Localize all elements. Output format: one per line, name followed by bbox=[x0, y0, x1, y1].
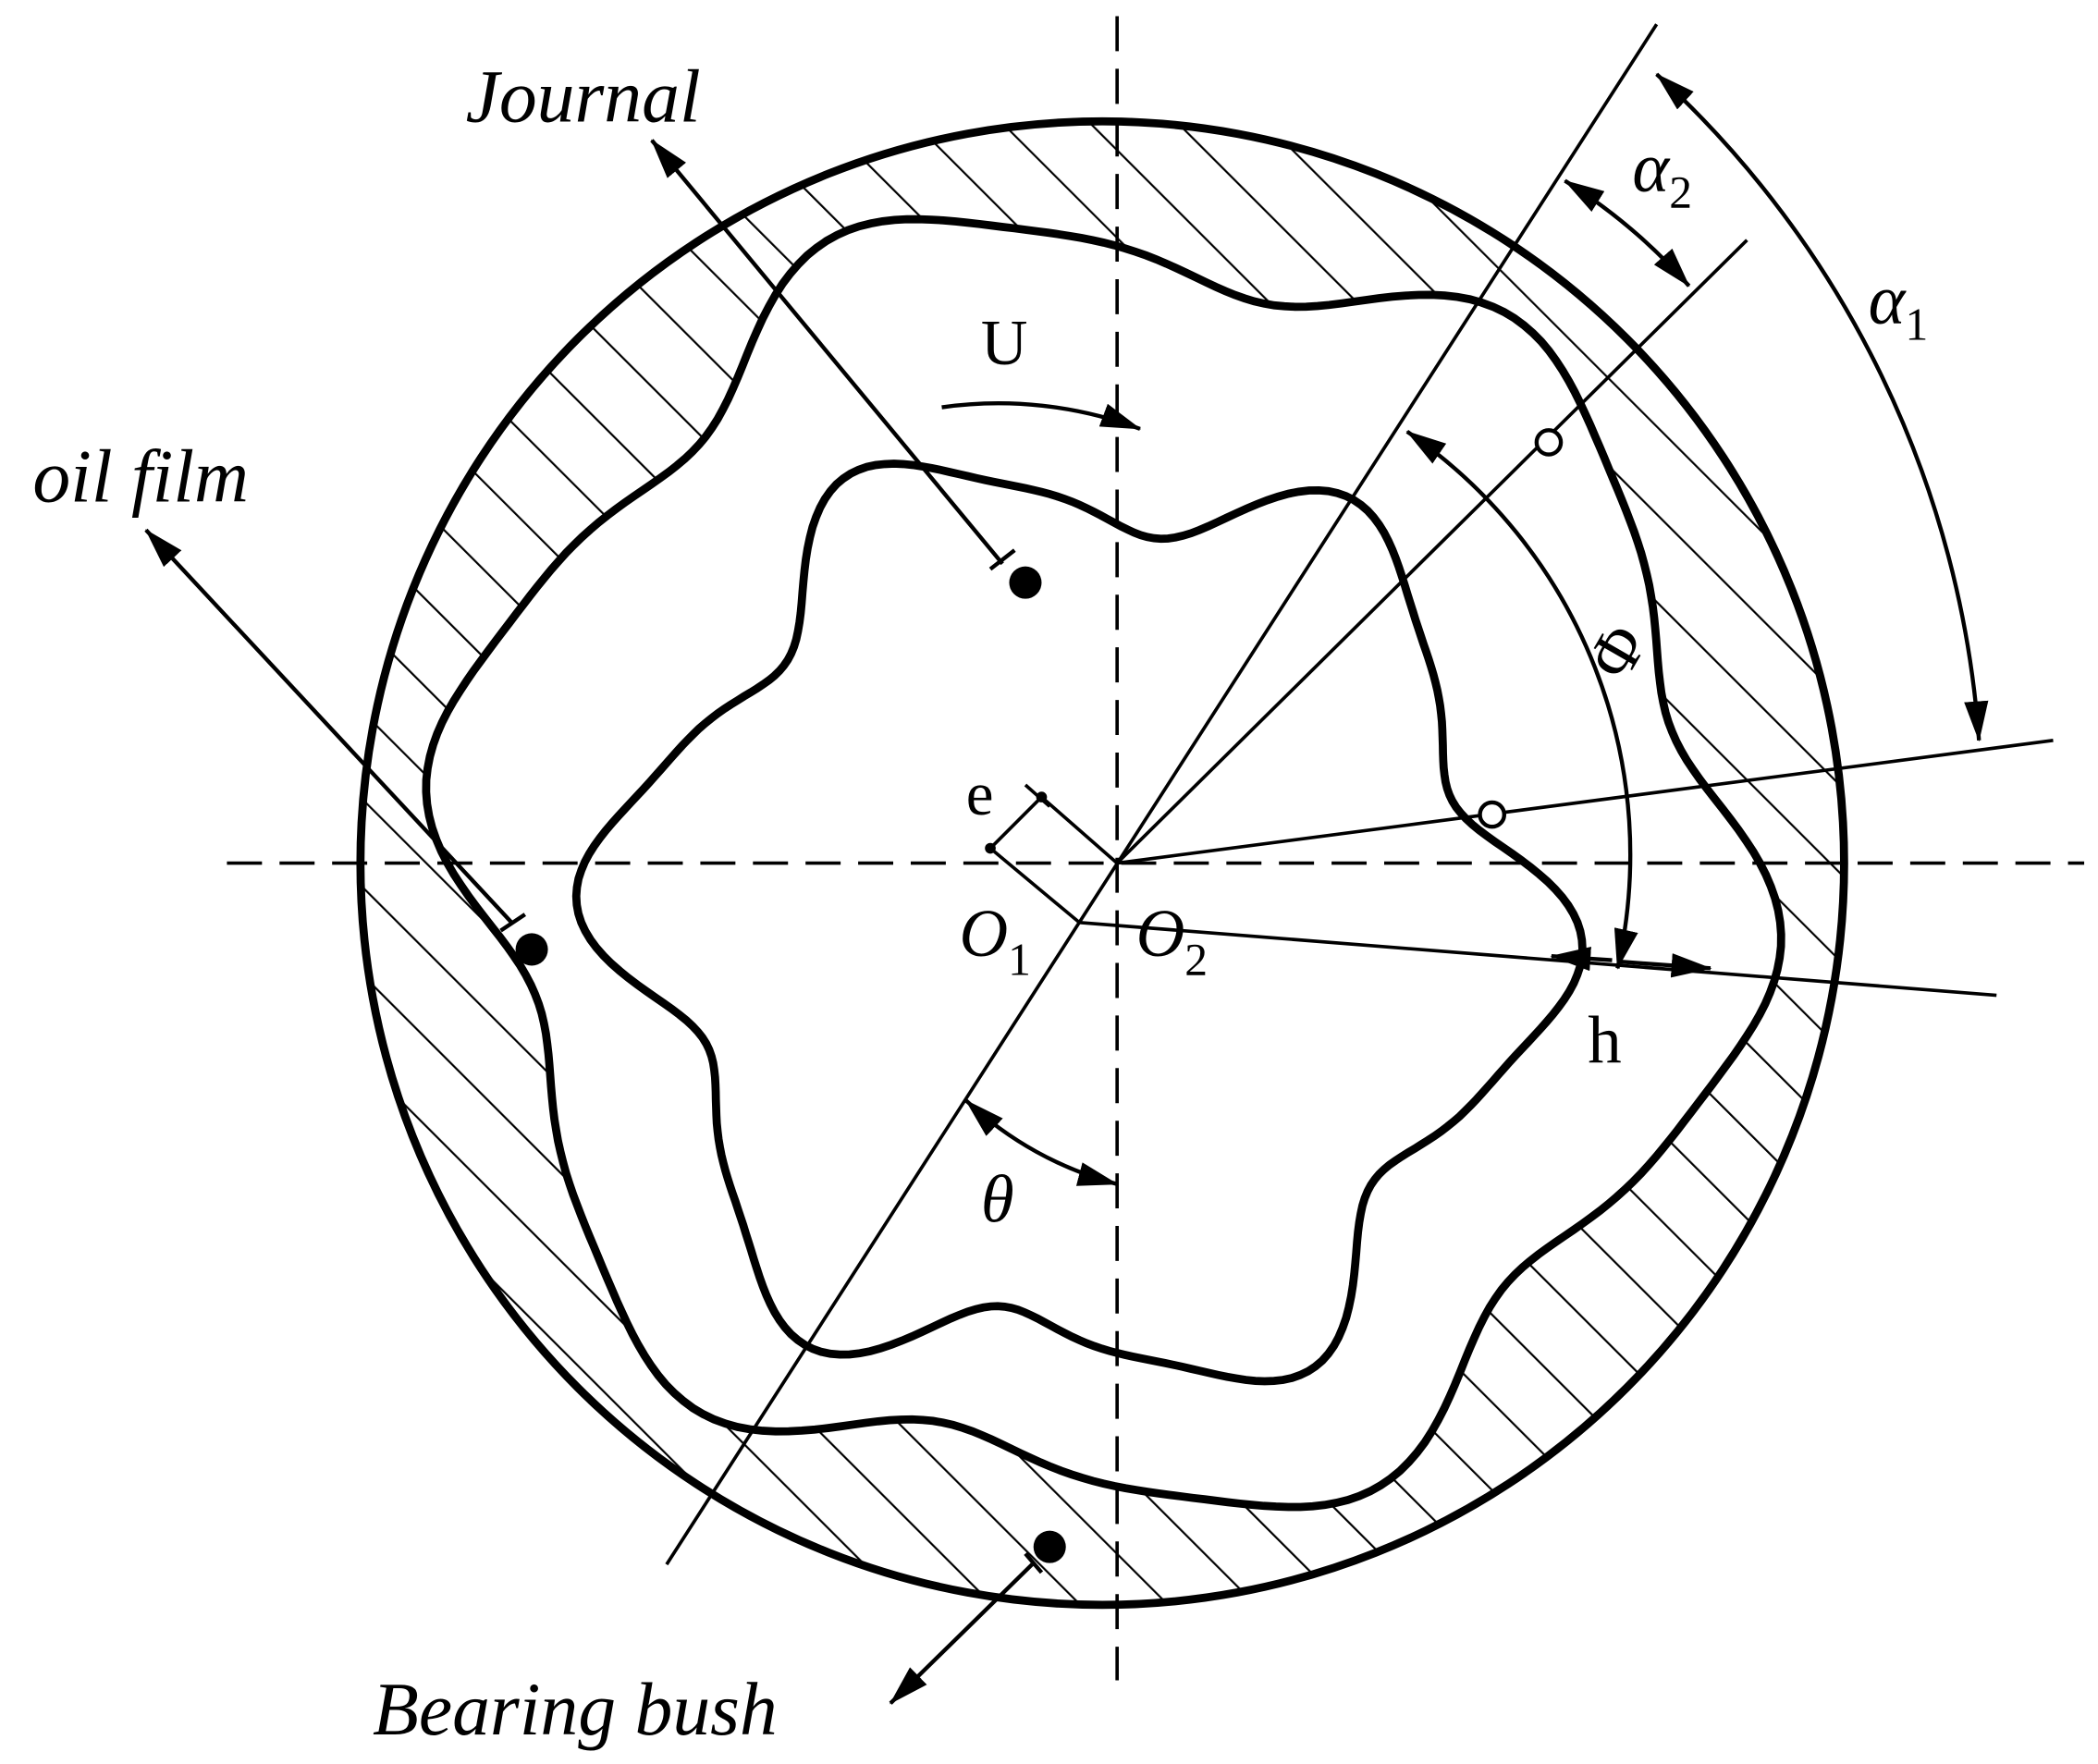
pad-edge-point-top bbox=[1534, 428, 1564, 457]
oil-film-leader-tick bbox=[499, 913, 527, 933]
journal-leader bbox=[650, 139, 1004, 566]
journal-center-label: O1 bbox=[959, 896, 1030, 985]
bearing-bush-label: Bearing bush bbox=[373, 1667, 778, 1751]
eccentricity-label: e bbox=[966, 759, 994, 828]
bearing-center-label: O2 bbox=[1136, 896, 1208, 985]
alpha1-label: α1 bbox=[1869, 262, 1929, 350]
velocity-arc bbox=[941, 401, 1142, 431]
alpha2-arc bbox=[1564, 178, 1691, 288]
bearing-bush-leader-tick bbox=[1024, 1552, 1044, 1574]
alpha2-label: α2 bbox=[1632, 129, 1692, 218]
alpha1-arc bbox=[1655, 72, 1989, 742]
phi-arc bbox=[1405, 429, 1638, 970]
oil-film-marker-dot bbox=[515, 933, 548, 966]
journal-leader-tick bbox=[988, 548, 1016, 571]
bearing-bush-leader bbox=[889, 1562, 1034, 1705]
oil-film-leader bbox=[144, 528, 515, 925]
velocity-label: U bbox=[981, 308, 1028, 379]
oil-film-label: oil film bbox=[32, 435, 249, 519]
journal-marker-dot bbox=[1009, 566, 1042, 599]
attitude-angle-label: θ bbox=[981, 1162, 1014, 1237]
theta-arc bbox=[964, 1098, 1119, 1186]
bearing-bush-marker-dot bbox=[1033, 1530, 1066, 1563]
film-thickness-arrow-right bbox=[1618, 953, 1712, 978]
pad-edge-point-right bbox=[1478, 800, 1507, 829]
construction-lines bbox=[665, 23, 2054, 1566]
eccentricity-tick-a bbox=[985, 842, 996, 854]
journal-label: Journal bbox=[466, 54, 701, 138]
eccentricity-tick-end bbox=[1024, 783, 1051, 808]
film-thickness-arrow-left bbox=[1550, 946, 1613, 972]
film-thickness-label: h bbox=[1588, 1002, 1621, 1077]
